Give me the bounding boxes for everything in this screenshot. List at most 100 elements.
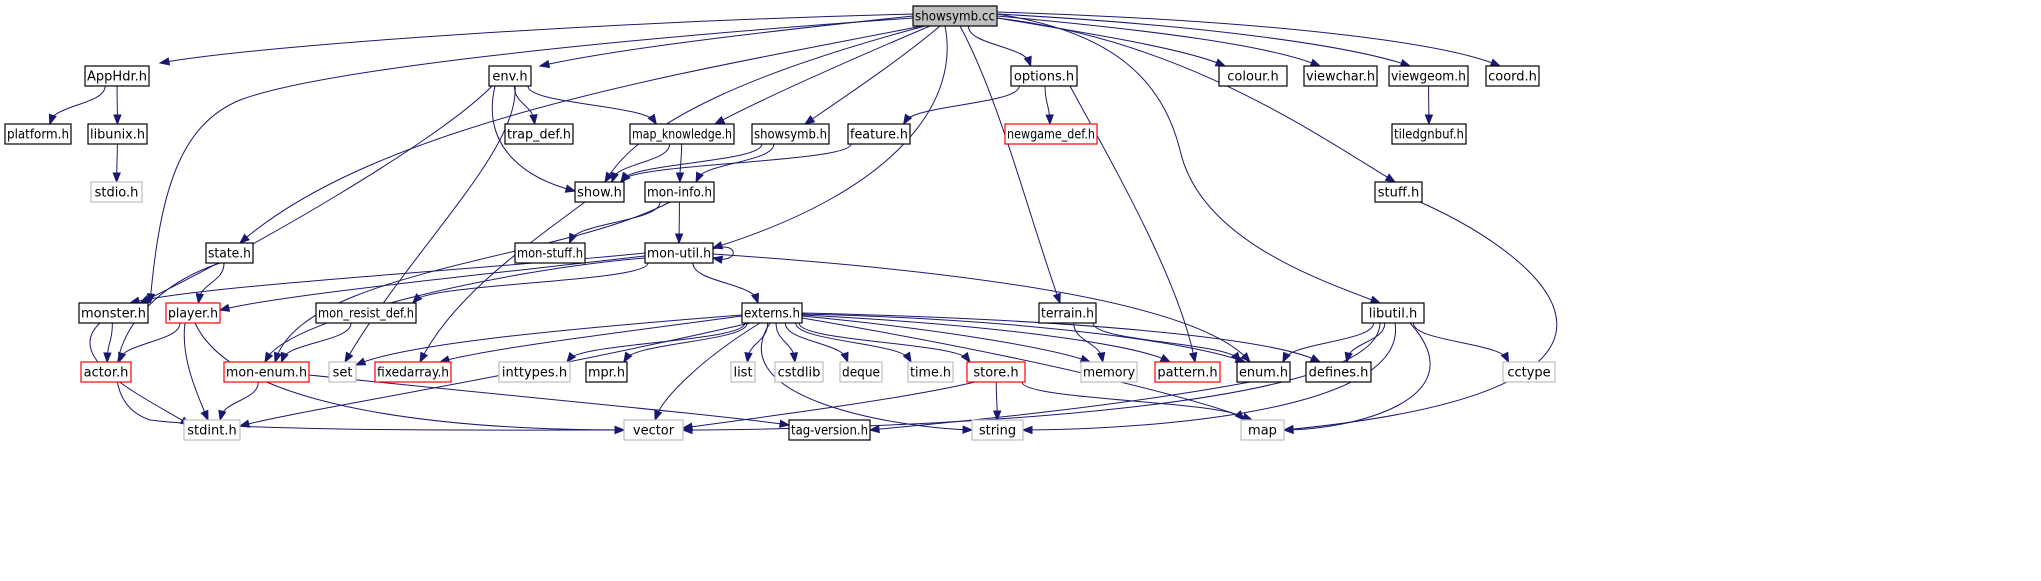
node-trap-def-h[interactable]: trap_def.h [504,123,574,145]
edge-line [996,11,1501,67]
node-state-h[interactable]: state.h [205,242,254,264]
edge-arrowhead [902,351,912,364]
node-label: inttypes.h [502,366,567,381]
edge-line [801,315,1091,363]
node-label: mon_resist_def.h [318,307,414,322]
node-pattern-h[interactable]: pattern.h [1154,361,1221,383]
node-env-h[interactable]: env.h [488,65,532,87]
node-player-h[interactable]: player.h [165,302,221,324]
node-inttypes-h[interactable]: inttypes.h [498,361,571,383]
node-showsymb-h[interactable]: showsymb.h [751,123,830,145]
node-label: actor.h [84,366,129,381]
node-showsymb-cc[interactable]: showsymb.cc [912,5,998,27]
edge-env-h-to-show-h [491,85,577,193]
node-cstdlib[interactable]: cstdlib [774,361,824,383]
node-box [730,361,756,383]
node-libunix-h[interactable]: libunix.h [87,123,148,145]
node-map[interactable]: map [1240,419,1285,441]
node-map-knowledge-h[interactable]: map_knowledge.h [629,123,735,145]
node-tiledgnbuf-h[interactable]: tiledgnbuf.h [1391,123,1467,145]
node-string[interactable]: string [971,419,1024,441]
node-mpr-h[interactable]: mpr.h [585,361,628,383]
node-actor-h[interactable]: actor.h [80,361,132,383]
node-defines-h[interactable]: defines.h [1305,361,1372,383]
edge-options-h-to-newgame-def-h [1044,85,1054,126]
node-cctype[interactable]: cctype [1502,361,1556,383]
edge-mon-resist-def-h-to-mon-enum-h [280,322,352,364]
node-box [315,302,417,324]
node-enum-h[interactable]: enum.h [1236,361,1291,383]
edge-arrowhead [695,171,704,184]
node-box [504,123,574,145]
edge-arrowhead [1369,295,1382,304]
node-mon-stuff-h[interactable]: mon-stuff.h [514,242,586,264]
node-viewgeom-h[interactable]: viewgeom.h [1388,65,1469,87]
node-box [223,361,310,383]
edge-arrowhead [1096,351,1106,364]
node-AppHdr-h[interactable]: AppHdr.h [84,65,150,87]
node-time-h[interactable]: time.h [907,361,954,383]
node-list[interactable]: list [730,361,756,383]
node-feature-h[interactable]: feature.h [847,123,911,145]
edge-libunix-h-to-stdio-h [112,143,121,184]
edge-arrowhead [620,172,631,183]
node-set[interactable]: set [328,361,357,383]
node-options-h[interactable]: options.h [1010,65,1078,87]
edge-mon-info-h-to-mon-util-h [674,201,684,245]
node-store-h[interactable]: store.h [966,361,1026,383]
edge-showsymb-cc-to-options-h [967,25,1032,68]
edge-arrowhead [118,351,127,364]
node-terrain-h[interactable]: terrain.h [1038,302,1097,324]
edge-arrowhead [344,351,354,364]
node-box [774,361,824,383]
edge-line [714,25,931,125]
edge-arrowhead [868,424,880,434]
edge-arrowhead [1500,351,1510,364]
node-newgame-def-h[interactable]: newgame_def.h [1004,123,1098,145]
edge-arrowhead [803,115,816,125]
node-libutil-h[interactable]: libutil.h [1361,302,1425,324]
node-coord-h[interactable]: coord.h [1485,65,1540,87]
node-mon-info-h[interactable]: mon-info.h [644,181,715,203]
edge-arrowhead [713,115,726,125]
edge-state-h-to-vector [116,262,626,435]
node-stdint-h[interactable]: stdint.h [183,419,241,441]
edge-env-h-to-map-knowledge-h [527,85,657,126]
node-externs-h[interactable]: externs.h [741,302,803,324]
node-box [1154,361,1221,383]
node-stdio-h[interactable]: stdio.h [90,181,143,203]
edge-player-h-to-stdint-h [183,322,209,422]
node-box [1038,302,1097,324]
node-memory[interactable]: memory [1080,361,1138,383]
node-colour-h[interactable]: colour.h [1218,65,1288,87]
edge-line [996,13,1381,304]
edge-line [183,322,209,421]
node-platform-h[interactable]: platform.h [4,123,72,145]
node-box [1240,419,1285,441]
node-mon-enum-h[interactable]: mon-enum.h [223,361,310,383]
node-fixedarray-h[interactable]: fixedarray.h [374,361,452,383]
node-deque[interactable]: deque [839,361,883,383]
node-viewchar-h[interactable]: viewchar.h [1303,65,1378,87]
edge-line [219,381,259,421]
node-mon-util-h[interactable]: mon-util.h [644,242,714,264]
edge-player-h-to-vector [194,322,626,435]
node-label: AppHdr.h [87,70,147,85]
edge-arrowhead [113,114,122,126]
edge-externs-h-to-cstdlib [775,322,799,364]
edge-line [219,255,646,311]
edge-mon-info-h-to-mon-stuff-h [568,201,661,245]
node-monster-h[interactable]: monster.h [78,302,149,324]
node-tag-version-h[interactable]: tag-version.h [788,419,871,441]
edge-arrowhead [1240,352,1251,364]
node-mon-resist-def-h[interactable]: mon_resist_def.h [315,302,417,324]
edge-line [712,253,1251,363]
edge-line [682,381,976,429]
edge-arrowhead [711,255,724,264]
node-vector[interactable]: vector [623,419,684,441]
edge-options-h-to-pattern-h [1069,85,1198,364]
node-box [1388,65,1469,87]
node-show-h[interactable]: show.h [574,181,625,203]
node-stuff-h[interactable]: stuff.h [1374,181,1423,203]
node-label: deque [842,366,880,381]
